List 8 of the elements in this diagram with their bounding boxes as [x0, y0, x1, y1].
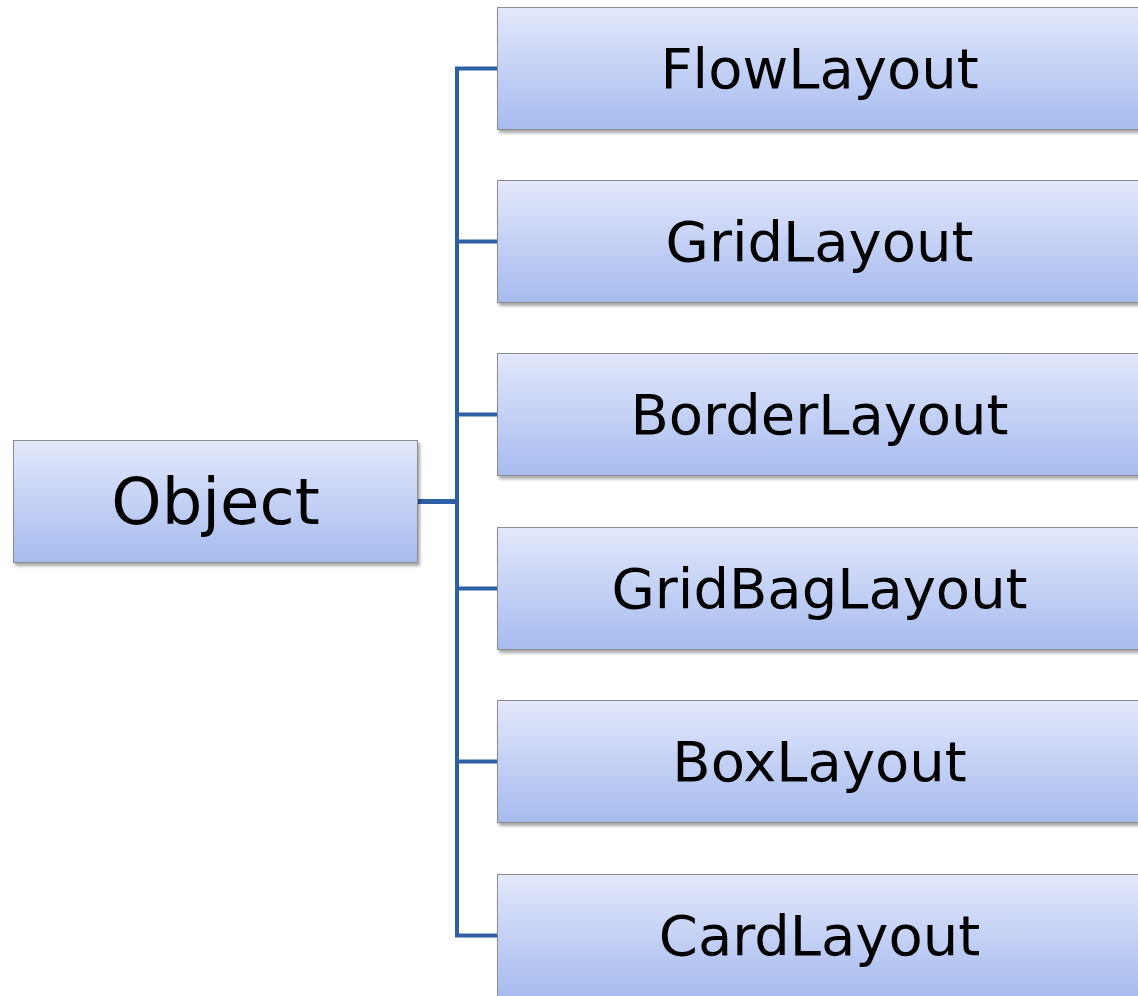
class-box: [497, 874, 1138, 996]
class-box: [497, 7, 1138, 130]
class-box: [13, 440, 418, 563]
class-box: [497, 180, 1138, 303]
class-box: [497, 353, 1138, 476]
connector-line: [418, 499, 497, 938]
class-box: [497, 527, 1138, 650]
class-box: [497, 700, 1138, 823]
